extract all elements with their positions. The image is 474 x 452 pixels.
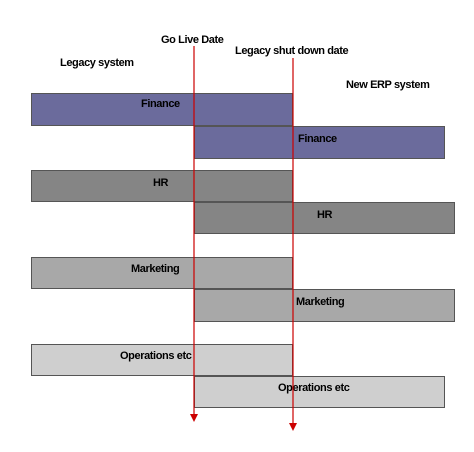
marketing-new-bar <box>194 289 455 322</box>
hr-legacy-bar <box>31 170 293 202</box>
marketing-new-label: Marketing <box>296 296 345 308</box>
finance-legacy-label: Finance <box>141 98 180 110</box>
operations-legacy-bar <box>31 344 293 376</box>
legacy-shutdown-arrowhead <box>289 423 297 431</box>
go-live-arrowhead <box>190 414 198 422</box>
new-erp-system-label: New ERP system <box>346 79 430 91</box>
finance-new-bar <box>194 126 445 159</box>
operations-legacy-label: Operations etc <box>120 350 192 362</box>
operations-new-bar <box>194 376 445 408</box>
hr-legacy-label: HR <box>153 177 169 189</box>
operations-new-label: Operations etc <box>278 382 350 394</box>
legacy-shutdown-date-label: Legacy shut down date <box>235 45 349 57</box>
legacy-system-label: Legacy system <box>60 57 134 69</box>
finance-new-label: Finance <box>298 133 337 145</box>
marketing-legacy-bar <box>31 257 293 289</box>
hr-new-label: HR <box>317 209 333 221</box>
marketing-legacy-label: Marketing <box>131 263 180 275</box>
go-live-date-label: Go Live Date <box>161 34 224 46</box>
